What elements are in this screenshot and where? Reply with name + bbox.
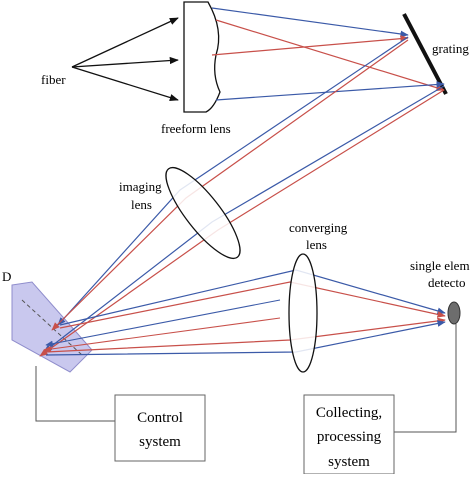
converging-lens-label-line1: converging — [289, 220, 348, 235]
connection-lines — [35, 324, 457, 433]
grating-label: grating — [432, 41, 469, 56]
detector-label-line2: detecto — [428, 275, 466, 290]
freeform-lens-label: freeform lens — [161, 121, 231, 136]
single-element-detector — [447, 301, 461, 325]
freeform-lens — [183, 1, 221, 113]
imaging-lens — [165, 166, 241, 260]
rays-grating-to-dmd — [39, 36, 445, 357]
control-system-label-line2: system — [139, 434, 181, 450]
imaging-lens-label-line2: lens — [131, 197, 152, 212]
fiber-label: fiber — [41, 72, 66, 87]
grating — [402, 13, 448, 95]
collecting-label-line1: Collecting, — [316, 405, 382, 421]
rays-lens-to-grating — [211, 7, 445, 101]
dmd-label: D — [2, 269, 11, 284]
converging-lens-label-line2: lens — [306, 237, 327, 252]
rays-dmd-returning — [43, 299, 281, 353]
collecting-processing-box — [303, 394, 395, 475]
control-system-label-line1: Control — [137, 410, 183, 426]
control-system-box — [114, 394, 206, 462]
collecting-label-line2: processing — [317, 429, 382, 445]
fiber-rays — [71, 17, 179, 102]
rays-dmd-to-detector — [45, 269, 446, 356]
converging-lens — [288, 253, 318, 373]
imaging-lens-label-line1: imaging — [119, 179, 162, 194]
collecting-label-line3: system — [328, 454, 370, 470]
detector-label-line1: single elem — [410, 258, 470, 273]
